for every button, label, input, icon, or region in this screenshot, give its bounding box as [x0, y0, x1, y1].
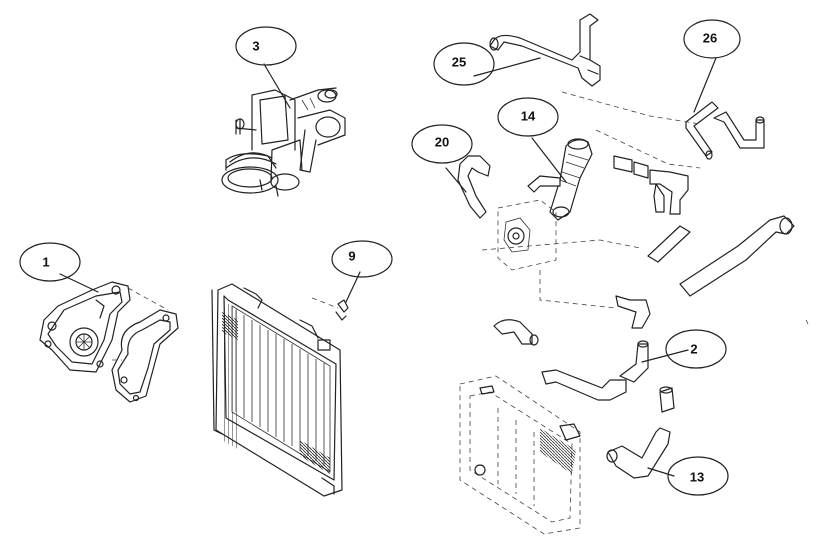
- callout-label-26: 26: [703, 31, 717, 46]
- callout-ellipse: [433, 42, 495, 86]
- callout-part-3: 3: [235, 26, 297, 66]
- callout-part-25: 25: [433, 42, 495, 86]
- water-pump-drawing: [39, 281, 179, 403]
- callout-part-2: 2: [665, 329, 727, 369]
- callout-label-9: 9: [348, 249, 355, 264]
- callout-label-2: 2: [690, 342, 697, 357]
- callout-label-1: 1: [42, 255, 49, 270]
- callout-ellipse: [683, 19, 741, 59]
- callout-ellipse: [411, 124, 473, 164]
- callout-part-26: 26: [683, 19, 741, 59]
- callout-label-3: 3: [252, 39, 259, 54]
- leader-lines: [59, 57, 717, 477]
- callout-ellipse: [331, 240, 393, 278]
- callout-part-13: 13: [667, 456, 729, 496]
- callout-part-9: 9: [331, 240, 393, 278]
- callout-ellipse: [667, 456, 729, 496]
- callout-ellipse: [235, 26, 297, 66]
- callout-label-13: 13: [690, 470, 704, 485]
- callout-label-25: 25: [452, 55, 466, 70]
- callout-ellipse: [19, 242, 81, 282]
- hose-assembly-drawing: [457, 13, 809, 535]
- callout-label-20: 20: [435, 135, 449, 150]
- radiator-left-drawing: [211, 283, 349, 497]
- callout-label-14: 14: [521, 109, 536, 124]
- callout-part-20: 20: [411, 124, 473, 164]
- thermostat-housing-drawing: [221, 87, 346, 197]
- callout-ellipse: [665, 329, 727, 369]
- callout-ellipse: [497, 97, 559, 137]
- callout-part-1: 1: [19, 242, 81, 282]
- callout-part-14: 14: [497, 97, 559, 137]
